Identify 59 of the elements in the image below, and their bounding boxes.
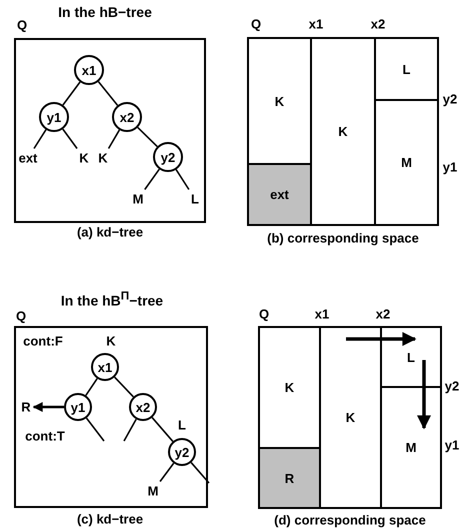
tree-branch xyxy=(152,417,174,442)
axis-label: y2 xyxy=(442,92,458,106)
leaf-label: K xyxy=(79,152,89,164)
tree-node-circle: x1 xyxy=(74,55,104,85)
leaf-label: K xyxy=(98,152,108,164)
axis-label: y1 xyxy=(442,160,458,174)
leaf-label: L xyxy=(191,192,199,206)
space-region: R xyxy=(258,447,321,509)
tree-branch xyxy=(190,462,210,484)
leaf-label: M xyxy=(132,192,144,206)
tree-node-circle: y1 xyxy=(64,393,92,421)
tree-branch xyxy=(108,130,120,149)
panel-caption: (c) kd−tree xyxy=(76,512,144,526)
tree-node-circle: y1 xyxy=(39,102,69,132)
arrow xyxy=(32,402,64,412)
tree-branch xyxy=(159,462,174,482)
axis-label: x2 xyxy=(370,18,386,30)
axis-label: Q xyxy=(250,18,262,30)
tree-branch xyxy=(62,128,78,149)
space-region: ext xyxy=(247,163,312,226)
axis-label: y2 xyxy=(444,380,460,392)
axis-label: y1 xyxy=(444,438,460,452)
tree-branch xyxy=(175,169,190,190)
arrow xyxy=(346,332,416,346)
tree-branch xyxy=(123,418,137,442)
panel-caption: (b) corresponding space xyxy=(267,232,419,244)
diagram-frame xyxy=(14,38,206,223)
tree-node-circle: y2 xyxy=(168,438,196,466)
tree-branch xyxy=(86,418,105,442)
panel-caption: (a) kd−tree xyxy=(76,226,144,238)
tree-branch xyxy=(85,378,98,396)
axis-label: Q xyxy=(258,308,270,320)
axis-label: cont:T xyxy=(25,430,65,442)
tree-branch xyxy=(98,81,118,106)
panel-caption: (d) corresponding space xyxy=(274,514,426,526)
panel-title: In the hB−tree xyxy=(58,5,152,19)
axis-label: Q xyxy=(16,310,26,322)
axis-label: x1 xyxy=(308,18,324,30)
leaf-label: R xyxy=(21,400,31,414)
tree-node-circle: y2 xyxy=(153,142,183,172)
axis-label: x2 xyxy=(376,308,390,320)
tree-branch xyxy=(114,376,134,398)
tree-node-circle: x1 xyxy=(91,353,119,381)
tree-node-circle: x2 xyxy=(129,393,157,421)
panel-title: In the hB$^{Π}$−tree xyxy=(60,290,164,308)
axis-label: L xyxy=(178,418,186,432)
leaf-label: M xyxy=(148,484,158,498)
leaf-label: ext xyxy=(18,152,38,164)
tree-branch xyxy=(144,168,160,190)
arrow xyxy=(417,360,431,430)
tree-branch xyxy=(62,82,81,106)
axis-label: x1 xyxy=(314,308,330,320)
axis-label: Q xyxy=(16,18,28,32)
axis-label: cont:F xyxy=(23,334,63,348)
tree-branch xyxy=(137,126,158,148)
axis-label: K xyxy=(106,334,116,348)
diagram-frame xyxy=(14,326,208,508)
tree-branch xyxy=(33,129,47,149)
tree-node-circle: x2 xyxy=(112,102,142,132)
